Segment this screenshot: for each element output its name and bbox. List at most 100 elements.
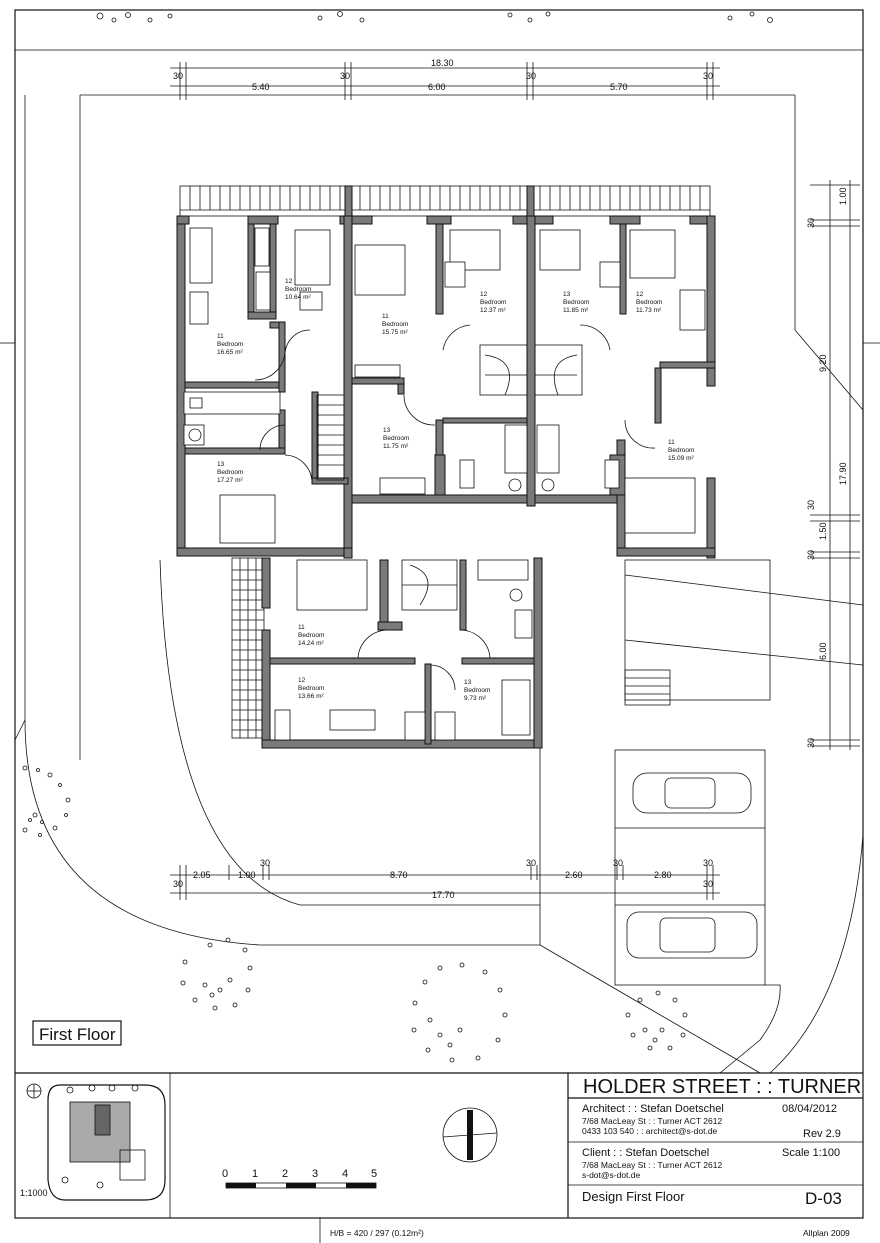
room-label: 11 Bedroom 14.24 m² [298, 624, 324, 647]
dim-right-c: 1.50 [818, 522, 828, 540]
dim-top-wall-3: 30 [526, 71, 536, 81]
svg-text:14.24 m²: 14.24 m² [298, 640, 324, 647]
dim-bottom-wall-3: 30 [526, 858, 536, 868]
scale-bar-label: 4 [342, 1168, 348, 1180]
right-dimensions: 1.00 9.20 1.50 6.00 17.90 30 30 30 30 [806, 180, 860, 750]
tree-left-icon [22, 765, 71, 837]
room-labels: 12 Bedroom 10.64 m² 11 Bedroom 16.65 m² … [217, 278, 694, 702]
drawing-name: Design First Floor [582, 1189, 685, 1204]
north-arrow-small-icon [26, 1083, 42, 1099]
room-label: 13 Bedroom 11.85 m² [563, 291, 589, 314]
scale-bar-label: 1 [252, 1168, 258, 1180]
dim-right-b: 9.20 [818, 354, 828, 372]
svg-text:13: 13 [464, 679, 472, 686]
dim-bottom-e: 2.80 [654, 870, 672, 880]
svg-text:12.37 m²: 12.37 m² [480, 307, 506, 314]
room-label: 13 Bedroom 9.73 m² [464, 679, 490, 702]
tree-right-icon [625, 990, 688, 1051]
room-label: 12 Bedroom 10.64 m² [285, 278, 311, 301]
dim-bottom-c: 8.70 [390, 870, 408, 880]
site-lines [14, 49, 864, 1074]
dim-bottom-wall-1: 30 [173, 879, 183, 889]
tree-center-icon [411, 962, 508, 1063]
svg-text:9.73 m²: 9.73 m² [464, 695, 487, 702]
dim-top-wall-4: 30 [703, 71, 713, 81]
svg-text:13.66 m²: 13.66 m² [298, 693, 324, 700]
svg-text:Bedroom: Bedroom [285, 286, 311, 293]
dim-bottom-wall-5: 30 [703, 858, 713, 868]
architect-line3: 0433 103 540 : : architect@s-dot.de [582, 1126, 718, 1136]
furniture [183, 227, 706, 741]
room-label: 11 Bedroom 15.75 m² [382, 313, 408, 336]
door-swings [254, 324, 656, 691]
dim-right-wall-1: 30 [806, 218, 816, 228]
svg-text:11: 11 [668, 439, 675, 446]
svg-text:Bedroom: Bedroom [217, 341, 243, 348]
dim-bottom-b: 1.00 [238, 870, 256, 880]
scale-bar: 0 1 2 3 4 5 [222, 1168, 377, 1189]
room-label: 12 Bedroom 12.37 m² [480, 291, 506, 314]
dim-top-seg2: 6.00 [428, 82, 446, 92]
svg-text:11: 11 [382, 313, 389, 320]
svg-text:13: 13 [383, 427, 391, 434]
tree-center-left-icon [180, 937, 253, 1011]
trees-top [96, 11, 773, 23]
svg-text:11: 11 [217, 333, 224, 340]
site-plan-thumbnail: 1:1000 [20, 1083, 166, 1201]
svg-text:Bedroom: Bedroom [298, 685, 324, 692]
balcony-left [231, 557, 265, 739]
project-title: HOLDER STREET : : TURNER [583, 1076, 861, 1098]
scale-bar-label: 0 [222, 1168, 228, 1180]
top-dimensions: 18.30 5.40 6.00 5.70 30 30 30 30 [170, 58, 720, 100]
svg-text:12: 12 [636, 291, 644, 298]
client-line2: 7/68 MacLeay St : : Turner ACT 2612 [582, 1160, 722, 1170]
architect-line1: Architect : : Stefan Doetschel [582, 1103, 724, 1115]
architect-line2: 7/68 MacLeay St : : Turner ACT 2612 [582, 1116, 722, 1126]
car-bottom-icon [626, 911, 758, 959]
svg-text:13: 13 [563, 291, 571, 298]
dim-bottom-wall-4: 30 [613, 858, 623, 868]
room-label: 12 Bedroom 13.66 m² [298, 677, 324, 700]
svg-text:10.64 m²: 10.64 m² [285, 294, 311, 301]
software-name: Allplan 2009 [803, 1228, 850, 1238]
stairs [316, 344, 583, 611]
scale-bar-label: 5 [371, 1168, 377, 1180]
svg-text:Bedroom: Bedroom [383, 435, 409, 442]
dim-right-overall: 17.90 [838, 462, 848, 485]
dim-right-wall-3: 30 [806, 550, 816, 560]
svg-text:17.27 m²: 17.27 m² [217, 477, 243, 484]
room-label: 11 Bedroom 16.65 m² [217, 333, 243, 356]
north-arrow-icon [442, 1107, 498, 1163]
room-label: 12 Bedroom 11.73 m² [636, 291, 662, 314]
dim-right-wall-4: 30 [806, 738, 816, 748]
svg-text:Bedroom: Bedroom [668, 447, 694, 454]
svg-text:11.85 m²: 11.85 m² [563, 307, 589, 314]
dim-bottom-a: 2.05 [193, 870, 211, 880]
svg-text:11.73 m²: 11.73 m² [636, 307, 662, 314]
svg-text:15.75 m²: 15.75 m² [382, 329, 408, 336]
svg-text:16.65 m²: 16.65 m² [217, 349, 243, 356]
dim-right-d: 6.00 [818, 642, 828, 660]
dim-top-seg1: 5.40 [252, 82, 270, 92]
dim-bottom-d: 2.60 [565, 870, 583, 880]
walls [176, 215, 716, 749]
paper-format: H/B = 420 / 297 (0.12m²) [330, 1228, 424, 1238]
svg-text:Bedroom: Bedroom [382, 321, 408, 328]
svg-text:12: 12 [298, 677, 306, 684]
dim-bottom-overall: 17.70 [432, 890, 455, 900]
svg-text:15.09 m²: 15.09 m² [668, 455, 694, 462]
svg-text:Bedroom: Bedroom [464, 687, 490, 694]
room-label: 13 Bedroom 11.75 m² [383, 427, 409, 450]
svg-text:Bedroom: Bedroom [480, 299, 506, 306]
svg-text:11.75 m²: 11.75 m² [383, 443, 409, 450]
svg-text:Bedroom: Bedroom [563, 299, 589, 306]
scale-bar-label: 3 [312, 1168, 318, 1180]
svg-text:13: 13 [217, 461, 225, 468]
client-line1: Client : : Stefan Doetschel [582, 1147, 709, 1159]
title-block: HOLDER STREET : : TURNER Architect : : S… [169, 1073, 863, 1218]
car-top-icon [632, 772, 752, 814]
client-line3: s-dot@s-dot.de [582, 1170, 641, 1180]
svg-text:12: 12 [480, 291, 488, 298]
dim-top-overall: 18.30 [431, 58, 454, 68]
